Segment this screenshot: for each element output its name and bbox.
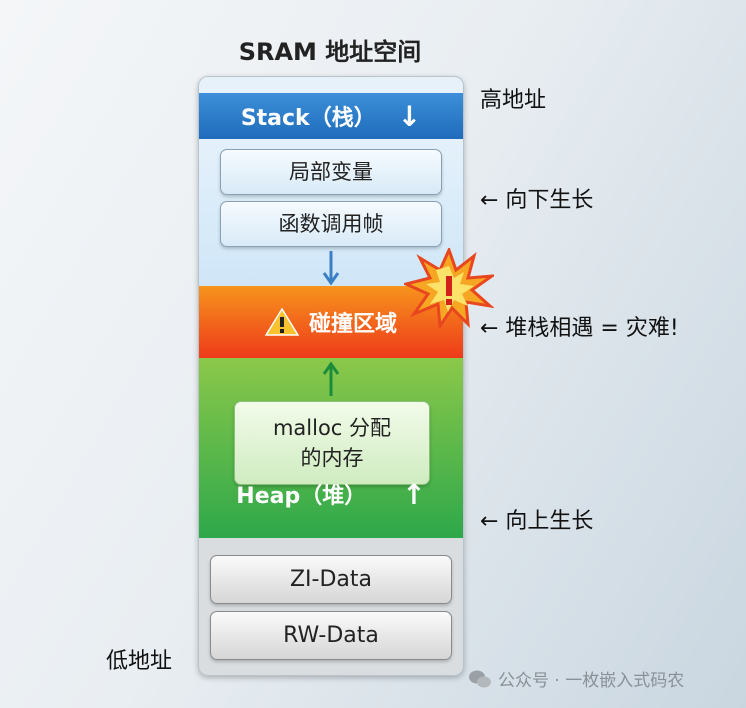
heap-item-malloc: malloc 分配 的内存 [234,401,430,485]
stack-item-call-frames: 函数调用帧 [220,201,442,247]
watermark: 公众号 · 一枚嵌入式码农 [468,666,684,691]
section-rw-data: RW-Data [210,611,452,660]
explosion-icon [404,248,494,328]
heap-label: Heap（堆） [236,484,367,509]
collision-label: 碰撞区域 [308,312,397,337]
arrow-up-icon: ↑ [402,477,426,511]
low-address-label: 低地址 [106,649,173,674]
arrow-down-icon: ↓ [397,99,422,133]
heap-growth-arrow-icon [322,362,340,396]
stack-area: 局部变量 函数调用帧 [199,139,463,286]
collision-annotation: ← 堆栈相遇 = 灾难! [480,316,679,341]
warning-triangle-icon [264,307,299,336]
stack-header: Stack（栈） ↓ [199,93,463,139]
diagram-title: SRAM 地址空间 [238,38,422,66]
wechat-icon [469,670,491,687]
collision-zone: 碰撞区域 [199,286,463,358]
grow-down-annotation: ← 向下生长 [480,188,594,213]
heap-area: malloc 分配 的内存 Heap（堆） ↑ [199,358,463,538]
stack-label: Stack（栈） [240,106,376,131]
watermark-text: 公众号 · 一枚嵌入式码农 [498,671,685,691]
sram-memory-map: Stack（栈） ↓ 局部变量 函数调用帧 碰撞区域 malloc 分配 的内存… [198,76,464,676]
stack-growth-arrow-icon [322,251,340,285]
grow-up-annotation: ← 向上生长 [480,509,594,534]
stack-item-local-vars: 局部变量 [220,149,442,195]
high-address-label: 高地址 [480,88,547,113]
heap-header: Heap（堆） ↑ [199,474,463,514]
section-zi-data: ZI-Data [210,555,452,604]
top-cap [199,77,463,93]
